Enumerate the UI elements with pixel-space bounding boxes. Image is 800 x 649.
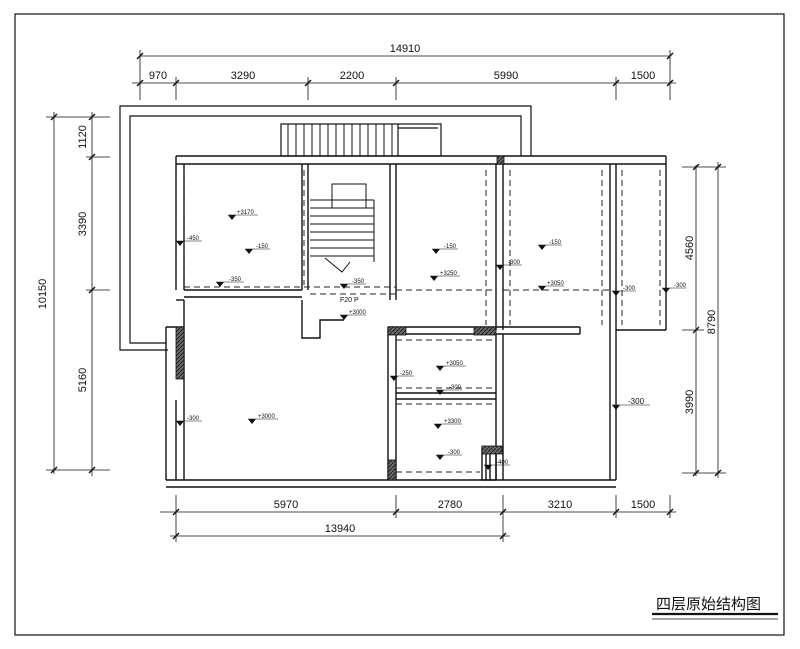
dim-bottom-segment: 2780	[438, 499, 462, 511]
svg-text:-450: -450	[187, 236, 200, 242]
svg-text:+3050: +3050	[547, 281, 565, 287]
dim-left-segment: 3390	[77, 212, 89, 236]
svg-text:-150: -150	[256, 244, 269, 250]
svg-text:-150: -150	[444, 244, 457, 250]
drawing-title: 四层原始结构图	[656, 595, 761, 613]
elevation-mark: -150	[538, 240, 562, 250]
elevation-mark: +3300	[434, 419, 462, 429]
dim-bottom-total: 13940	[325, 523, 356, 535]
slab-outline	[119, 105, 532, 351]
dim-left-segment: 1120	[77, 125, 89, 149]
elevation-mark: -300	[436, 385, 462, 395]
elevation-mark: -300	[436, 450, 462, 460]
elevation-mark: -300	[496, 260, 522, 270]
elevation-mark: -150	[432, 244, 458, 254]
dim-top-segment: 1500	[631, 70, 655, 82]
elevation-marks: +3170 -450 -150 -350 -350 -150 +3250 -30…	[176, 210, 687, 470]
elevation-mark: +3000	[340, 310, 367, 320]
dim-top-segment: 2200	[340, 70, 364, 82]
drawing-border	[14, 13, 785, 636]
svg-text:+3050: +3050	[446, 361, 464, 367]
building-walls	[165, 155, 667, 488]
dim-left-total: 10150	[37, 279, 49, 310]
elevation-mark: -300	[612, 397, 650, 410]
svg-text:-300: -300	[628, 397, 645, 406]
svg-text:-350: -350	[229, 277, 242, 283]
elevation-mark: +3170	[228, 210, 258, 220]
elevation-mark: -300	[612, 286, 636, 296]
dim-bottom-segment: 5970	[274, 499, 298, 511]
svg-text:-300: -300	[623, 286, 636, 292]
svg-text:+3170: +3170	[237, 210, 255, 216]
elevation-mark: -300	[662, 283, 687, 293]
elevation-mark: +3000	[248, 414, 278, 424]
dimension-lines	[46, 50, 726, 542]
stair-strip-treads	[287, 124, 393, 156]
elevation-mark: -300	[176, 416, 202, 426]
svg-text:-300: -300	[448, 450, 461, 456]
dim-top-segment: 970	[149, 70, 167, 82]
stair-note: F20 P	[340, 297, 359, 304]
svg-text:-300: -300	[508, 260, 521, 266]
svg-text:-300: -300	[187, 416, 200, 422]
svg-text:-300: -300	[449, 385, 462, 391]
elevation-mark: -350	[216, 277, 244, 287]
dim-right-total: 8790	[706, 310, 718, 334]
dim-left-segment: 5160	[77, 368, 89, 392]
dim-top-total: 14910	[390, 43, 421, 55]
dim-right-segment: 3990	[684, 390, 696, 414]
elevation-mark: -400	[484, 460, 510, 470]
dim-bottom-segment: 3210	[548, 499, 572, 511]
svg-text:-150: -150	[549, 240, 562, 246]
svg-text:+3250: +3250	[440, 271, 458, 277]
svg-text:-250: -250	[400, 371, 413, 377]
dim-right-segment: 4560	[684, 236, 696, 260]
elevation-mark: +3250	[430, 271, 460, 281]
interior-stair	[310, 183, 375, 273]
elevation-mark: +3050	[538, 281, 565, 291]
svg-text:-300: -300	[674, 283, 687, 289]
svg-text:-400: -400	[496, 460, 509, 466]
svg-text:-350: -350	[352, 279, 365, 285]
dim-bottom-segment: 1500	[631, 499, 655, 511]
elevation-mark: -350	[340, 279, 366, 289]
dimension-ticks	[50, 52, 722, 540]
svg-text:+3000: +3000	[349, 310, 367, 316]
dim-top-segment: 3290	[231, 70, 255, 82]
elevation-mark: -150	[245, 244, 270, 254]
dimension-labels: 14910 970 3290 2200 5990 1500 5970 2780 …	[37, 43, 718, 535]
svg-text:+3000: +3000	[258, 414, 276, 420]
svg-text:+3300: +3300	[444, 419, 462, 425]
structural-columns	[175, 155, 505, 481]
title-block: 四层原始结构图	[652, 595, 778, 620]
elevation-mark: -450	[176, 236, 202, 246]
dim-top-segment: 5990	[494, 70, 518, 82]
beam-lines	[183, 170, 661, 473]
elevation-mark: +3050	[436, 361, 466, 371]
elevation-mark: -250	[390, 371, 414, 381]
